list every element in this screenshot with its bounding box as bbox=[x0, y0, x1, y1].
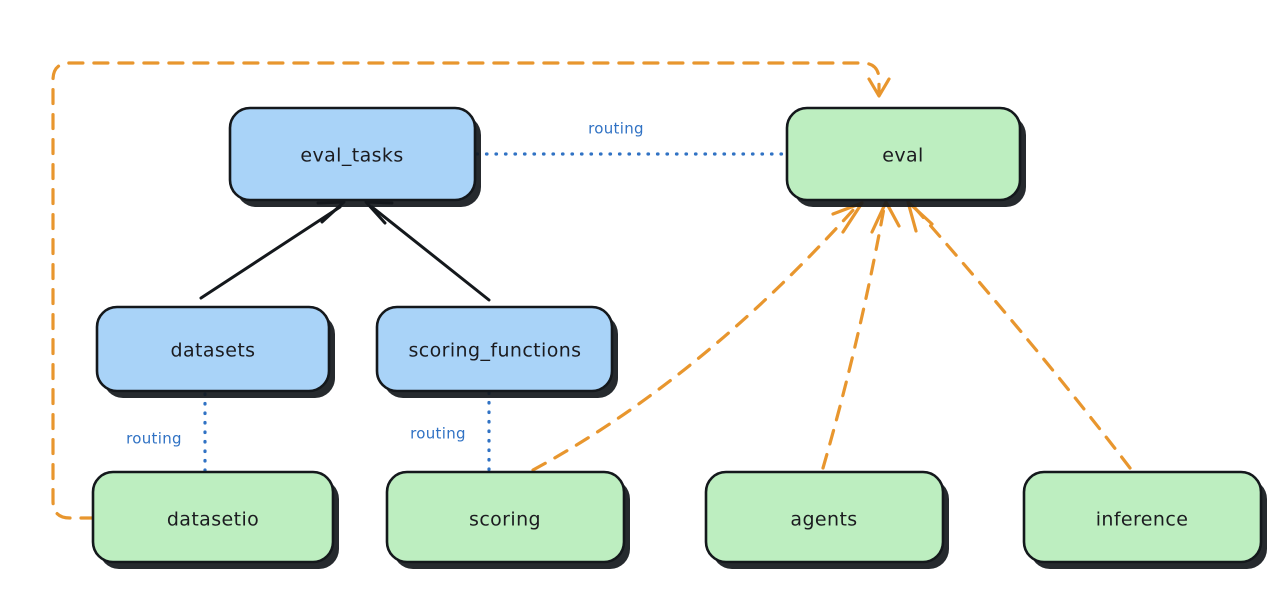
edge-inference-to-eval bbox=[906, 200, 1132, 470]
node-scoring_functions[interactable]: scoring_functions bbox=[375, 305, 618, 398]
node-label-datasetio: datasetio bbox=[167, 509, 259, 531]
edge-label-text: routing bbox=[588, 120, 644, 138]
node-label-scoring: scoring bbox=[469, 509, 541, 531]
node-scoring[interactable]: scoring bbox=[385, 470, 630, 569]
node-datasets[interactable]: datasets bbox=[95, 305, 335, 398]
edge-label-text: routing bbox=[126, 430, 182, 448]
node-label-agents: agents bbox=[790, 509, 857, 531]
node-agents[interactable]: agents bbox=[704, 470, 949, 569]
node-label-datasets: datasets bbox=[171, 340, 256, 362]
node-eval[interactable]: eval bbox=[785, 106, 1026, 207]
node-label-eval_tasks: eval_tasks bbox=[300, 145, 403, 167]
node-inference[interactable]: inference bbox=[1022, 470, 1267, 569]
node-label-inference: inference bbox=[1096, 509, 1189, 531]
edge-agents-to-eval bbox=[821, 200, 901, 470]
edge-scoring_functions-to-eval_tasks bbox=[364, 200, 491, 302]
edge-label-routing-eval_tasks-eval: routing bbox=[578, 118, 654, 140]
node-eval_tasks[interactable]: eval_tasks bbox=[228, 106, 481, 207]
edge-datasets-to-eval_tasks bbox=[199, 200, 346, 300]
node-label-eval: eval bbox=[882, 145, 923, 167]
edge-label-routing-scoring_functions-scoring: routing bbox=[400, 423, 476, 445]
edge-label-routing-datasets-datasetio: routing bbox=[116, 428, 192, 450]
edge-label-text: routing bbox=[410, 425, 466, 443]
edge-datasetio-to-eval bbox=[51, 61, 891, 520]
node-datasetio[interactable]: datasetio bbox=[91, 470, 339, 569]
node-label-scoring_functions: scoring_functions bbox=[409, 340, 582, 362]
